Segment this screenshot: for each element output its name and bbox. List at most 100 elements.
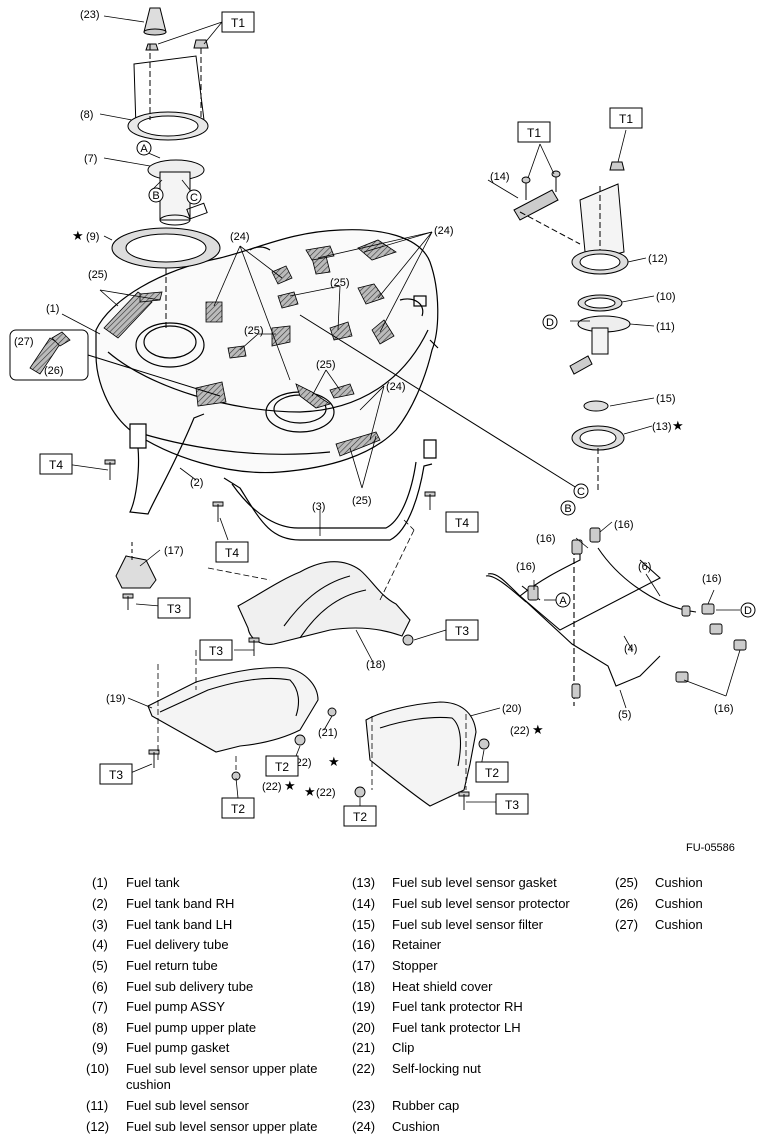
cushion-24: [357, 239, 397, 261]
legend-num: (15): [352, 917, 376, 932]
svg-text:T2: T2: [231, 802, 245, 816]
cushion-25: [103, 291, 153, 339]
torque-t2: T2: [221, 797, 255, 819]
cushion-24: [205, 301, 223, 323]
callout-14: (14): [490, 171, 510, 183]
callout-22-star: ★: [304, 784, 316, 799]
torque-boxes: T1 T1 T1 T4 T4 T4 T3 T3 T3 T3 T3 T2 T2 T…: [39, 11, 643, 827]
fuel-tank-protector-lh: [365, 701, 477, 807]
callout-25: (25): [352, 495, 372, 507]
fuel-tank-band-rh: [129, 413, 205, 515]
legend-name: Cushion: [655, 917, 703, 932]
legend-num: (9): [92, 1040, 108, 1055]
callout-10: (10): [656, 291, 676, 303]
callout-16: (16): [714, 703, 734, 715]
svg-text:D: D: [744, 605, 752, 617]
torque-t1: T1: [609, 107, 643, 129]
callout-22-star: ★: [328, 754, 340, 769]
legend-name: Clip: [392, 1040, 415, 1055]
cushion-24: [277, 291, 299, 309]
svg-text:T1: T1: [231, 16, 245, 30]
connector-a: A: [136, 140, 152, 156]
legend-num: (25): [615, 875, 639, 890]
legend-name: Fuel pump ASSY: [126, 999, 225, 1014]
callout-25: (25): [330, 277, 350, 289]
sub-level-sensor-protector: [513, 189, 559, 221]
legend-num: (20): [352, 1020, 376, 1035]
torque-t2: T2: [343, 805, 377, 827]
svg-text:T3: T3: [455, 624, 469, 638]
legend-num: (22): [352, 1061, 376, 1076]
legend-name: Cushion: [392, 1119, 440, 1134]
callout-9: (9): [86, 231, 99, 243]
fuel-return-tube: [487, 573, 661, 687]
connector-a: A: [555, 592, 571, 608]
torque-t4: T4: [215, 541, 249, 563]
callout-7: (7): [84, 153, 97, 165]
legend-name: Fuel sub level sensor protector: [392, 896, 570, 911]
legend-num: (7): [92, 999, 108, 1014]
torque-t3: T3: [99, 763, 133, 785]
legend-name: Cushion: [655, 875, 703, 890]
legend-num: (8): [92, 1020, 108, 1035]
svg-text:T2: T2: [353, 810, 367, 824]
legend-name: Fuel pump upper plate: [126, 1020, 257, 1035]
callout-15: (15): [656, 393, 676, 405]
legend-num: (11): [86, 1098, 109, 1113]
legend-name: Fuel tank band LH: [126, 917, 233, 932]
tank-bands: [129, 413, 437, 541]
legend-num: (19): [352, 999, 376, 1014]
cushion-detail-inset: [9, 329, 221, 397]
connector-b: B: [148, 187, 164, 203]
callout-16: (16): [702, 573, 722, 585]
torque-t2: T2: [265, 755, 299, 777]
legend-num: (27): [615, 917, 639, 932]
callout-17: (17): [164, 545, 184, 557]
cushion-25: [329, 383, 355, 399]
legend-num: (26): [615, 896, 639, 911]
torque-t3: T3: [445, 619, 479, 641]
callout-12: (12): [648, 253, 668, 265]
callout-16: (16): [614, 519, 634, 531]
legend-name: Fuel return tube: [126, 958, 218, 973]
svg-text:A: A: [559, 595, 567, 607]
sub-level-sensor-filter: [583, 400, 609, 412]
legend-num: (6): [92, 979, 108, 994]
legend-num: (2): [92, 896, 108, 911]
svg-text:C: C: [190, 192, 198, 204]
torque-t3: T3: [199, 639, 233, 661]
connector-d: D: [740, 602, 756, 618]
callout-6: (6): [638, 561, 651, 573]
legend-name: Heat shield cover: [392, 979, 493, 994]
leader-lines: [61, 15, 741, 812]
svg-text:T3: T3: [209, 644, 223, 658]
legend-name: Fuel tank: [126, 875, 180, 890]
legend-name: Fuel pump gasket: [126, 1040, 230, 1055]
legend-name: Self-locking nut: [392, 1061, 481, 1076]
retainers: [527, 527, 747, 699]
svg-text:T1: T1: [619, 112, 633, 126]
torque-t3: T3: [495, 793, 529, 815]
cushion-25: [271, 325, 291, 347]
connector-d: D: [542, 314, 558, 330]
torque-t1: T1: [221, 11, 255, 33]
callout-2: (2): [190, 477, 203, 489]
callout-20: (20): [502, 703, 522, 715]
legend-name: Retainer: [392, 937, 442, 952]
install-lines: [157, 519, 467, 790]
svg-text:T2: T2: [485, 766, 499, 780]
callout-8: (8): [80, 109, 93, 121]
stopper: [115, 540, 157, 589]
legend-num: (23): [352, 1098, 376, 1113]
callout-22-star: ★: [284, 778, 296, 793]
connector-c: C: [573, 483, 589, 499]
legend-name: Fuel sub level sensor gasket: [392, 875, 557, 890]
cushion-25: [195, 381, 227, 407]
connector-c: C: [186, 189, 202, 205]
fasteners: [104, 459, 490, 810]
cushion-24: [357, 283, 385, 305]
fuel-tank-band-lh: [223, 463, 433, 541]
callout-5: (5): [618, 709, 631, 721]
leader-line: [299, 314, 581, 491]
fuel-delivery-tube: [519, 540, 661, 631]
